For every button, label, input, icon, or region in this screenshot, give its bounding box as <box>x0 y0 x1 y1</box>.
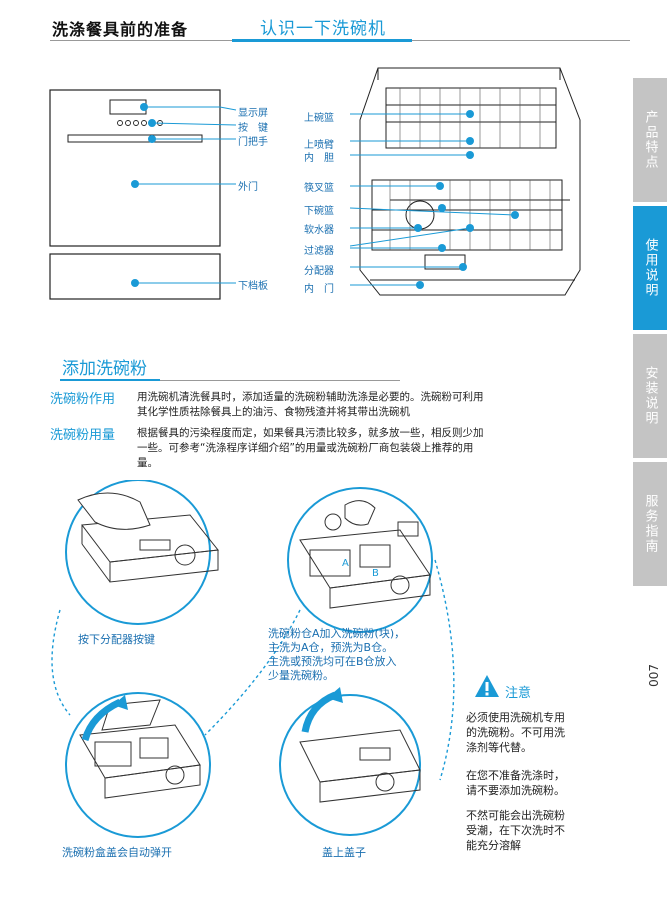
label-upper-spray-arm: 上喷臂 <box>304 140 334 151</box>
step1-caption: 按下分配器按键 <box>78 633 155 646</box>
page-subtitle: 认识一下洗碗机 <box>260 19 386 39</box>
note-paragraph-1: 必须使用洗碗机专用 的洗碗粉。不可用洗 涤剂等代替。 <box>466 711 565 754</box>
label-display: 显示屏 <box>238 108 268 119</box>
step2-caption: 洗碗粉仓A加入洗碗粉(块)， 主洗为A仓，预洗为B仓。 主洗或预洗均可在B仓放入… <box>268 627 406 682</box>
note-paragraph-3: 不然可能会出洗碗粉 受潮，在下次洗时不 能充分溶解 <box>466 809 565 852</box>
header-rule-accent <box>232 39 412 42</box>
label-lower-rack: 下碗篮 <box>304 206 334 217</box>
label-inner-door: 内 门 <box>304 284 334 295</box>
compartment-b-label: B <box>372 568 379 579</box>
side-tab-features[interactable]: 产品特点 <box>633 78 667 202</box>
step4-caption: 盖上盖子 <box>322 846 366 859</box>
label-buttons: 按 键 <box>238 123 268 134</box>
label-dispenser: 分配器 <box>304 266 334 277</box>
paragraph-detergent-amount: 根据餐具的污染程度而定，如果餐具污渍比较多，就多放一些，相反则少加 一些。可参考… <box>137 427 484 469</box>
label-inner-tub: 内 胆 <box>304 153 334 164</box>
paragraph-detergent-function: 用洗碗机清洗餐具时，添加适量的洗碗粉辅助洗涤是必要的。洗碗粉可利用 其化学性质祛… <box>137 391 484 418</box>
note-paragraph-2: 在您不准备洗涤时， 请不要添加洗碗粉。 <box>466 769 565 797</box>
warning-icon <box>475 675 499 697</box>
note-title: 注意 <box>505 686 532 701</box>
section-rule-accent <box>60 379 160 381</box>
label-outer-door: 外门 <box>238 182 258 193</box>
side-tab-usage[interactable]: 使用说明 <box>633 206 667 330</box>
term-detergent-function: 洗碗粉作用 <box>50 392 116 407</box>
section-title-add-detergent: 添加洗碗粉 <box>62 359 147 379</box>
label-upper-rack: 上碗篮 <box>304 113 334 124</box>
dishwasher-interior-illustration <box>350 67 581 296</box>
term-detergent-amount: 洗碗粉用量 <box>50 428 116 443</box>
label-softener: 软水器 <box>304 225 334 236</box>
section-rule <box>60 380 400 381</box>
label-kickplate: 下档板 <box>238 281 268 292</box>
page-number: 007 <box>647 664 661 687</box>
side-tab-service[interactable]: 服务指南 <box>633 462 667 586</box>
steps-illustration: A B <box>51 480 455 838</box>
dishwasher-front-illustration <box>49 89 237 300</box>
side-tab-installation[interactable]: 安装说明 <box>633 334 667 458</box>
page-title: 洗涤餐具前的准备 <box>52 20 189 39</box>
step3-caption: 洗碗粉盒盖会自动弹开 <box>62 846 172 859</box>
label-handle: 门把手 <box>238 137 268 148</box>
label-filter: 过滤器 <box>304 246 334 257</box>
compartment-a-label: A <box>342 558 349 569</box>
label-cutlery-basket: 筷叉篮 <box>304 183 334 194</box>
